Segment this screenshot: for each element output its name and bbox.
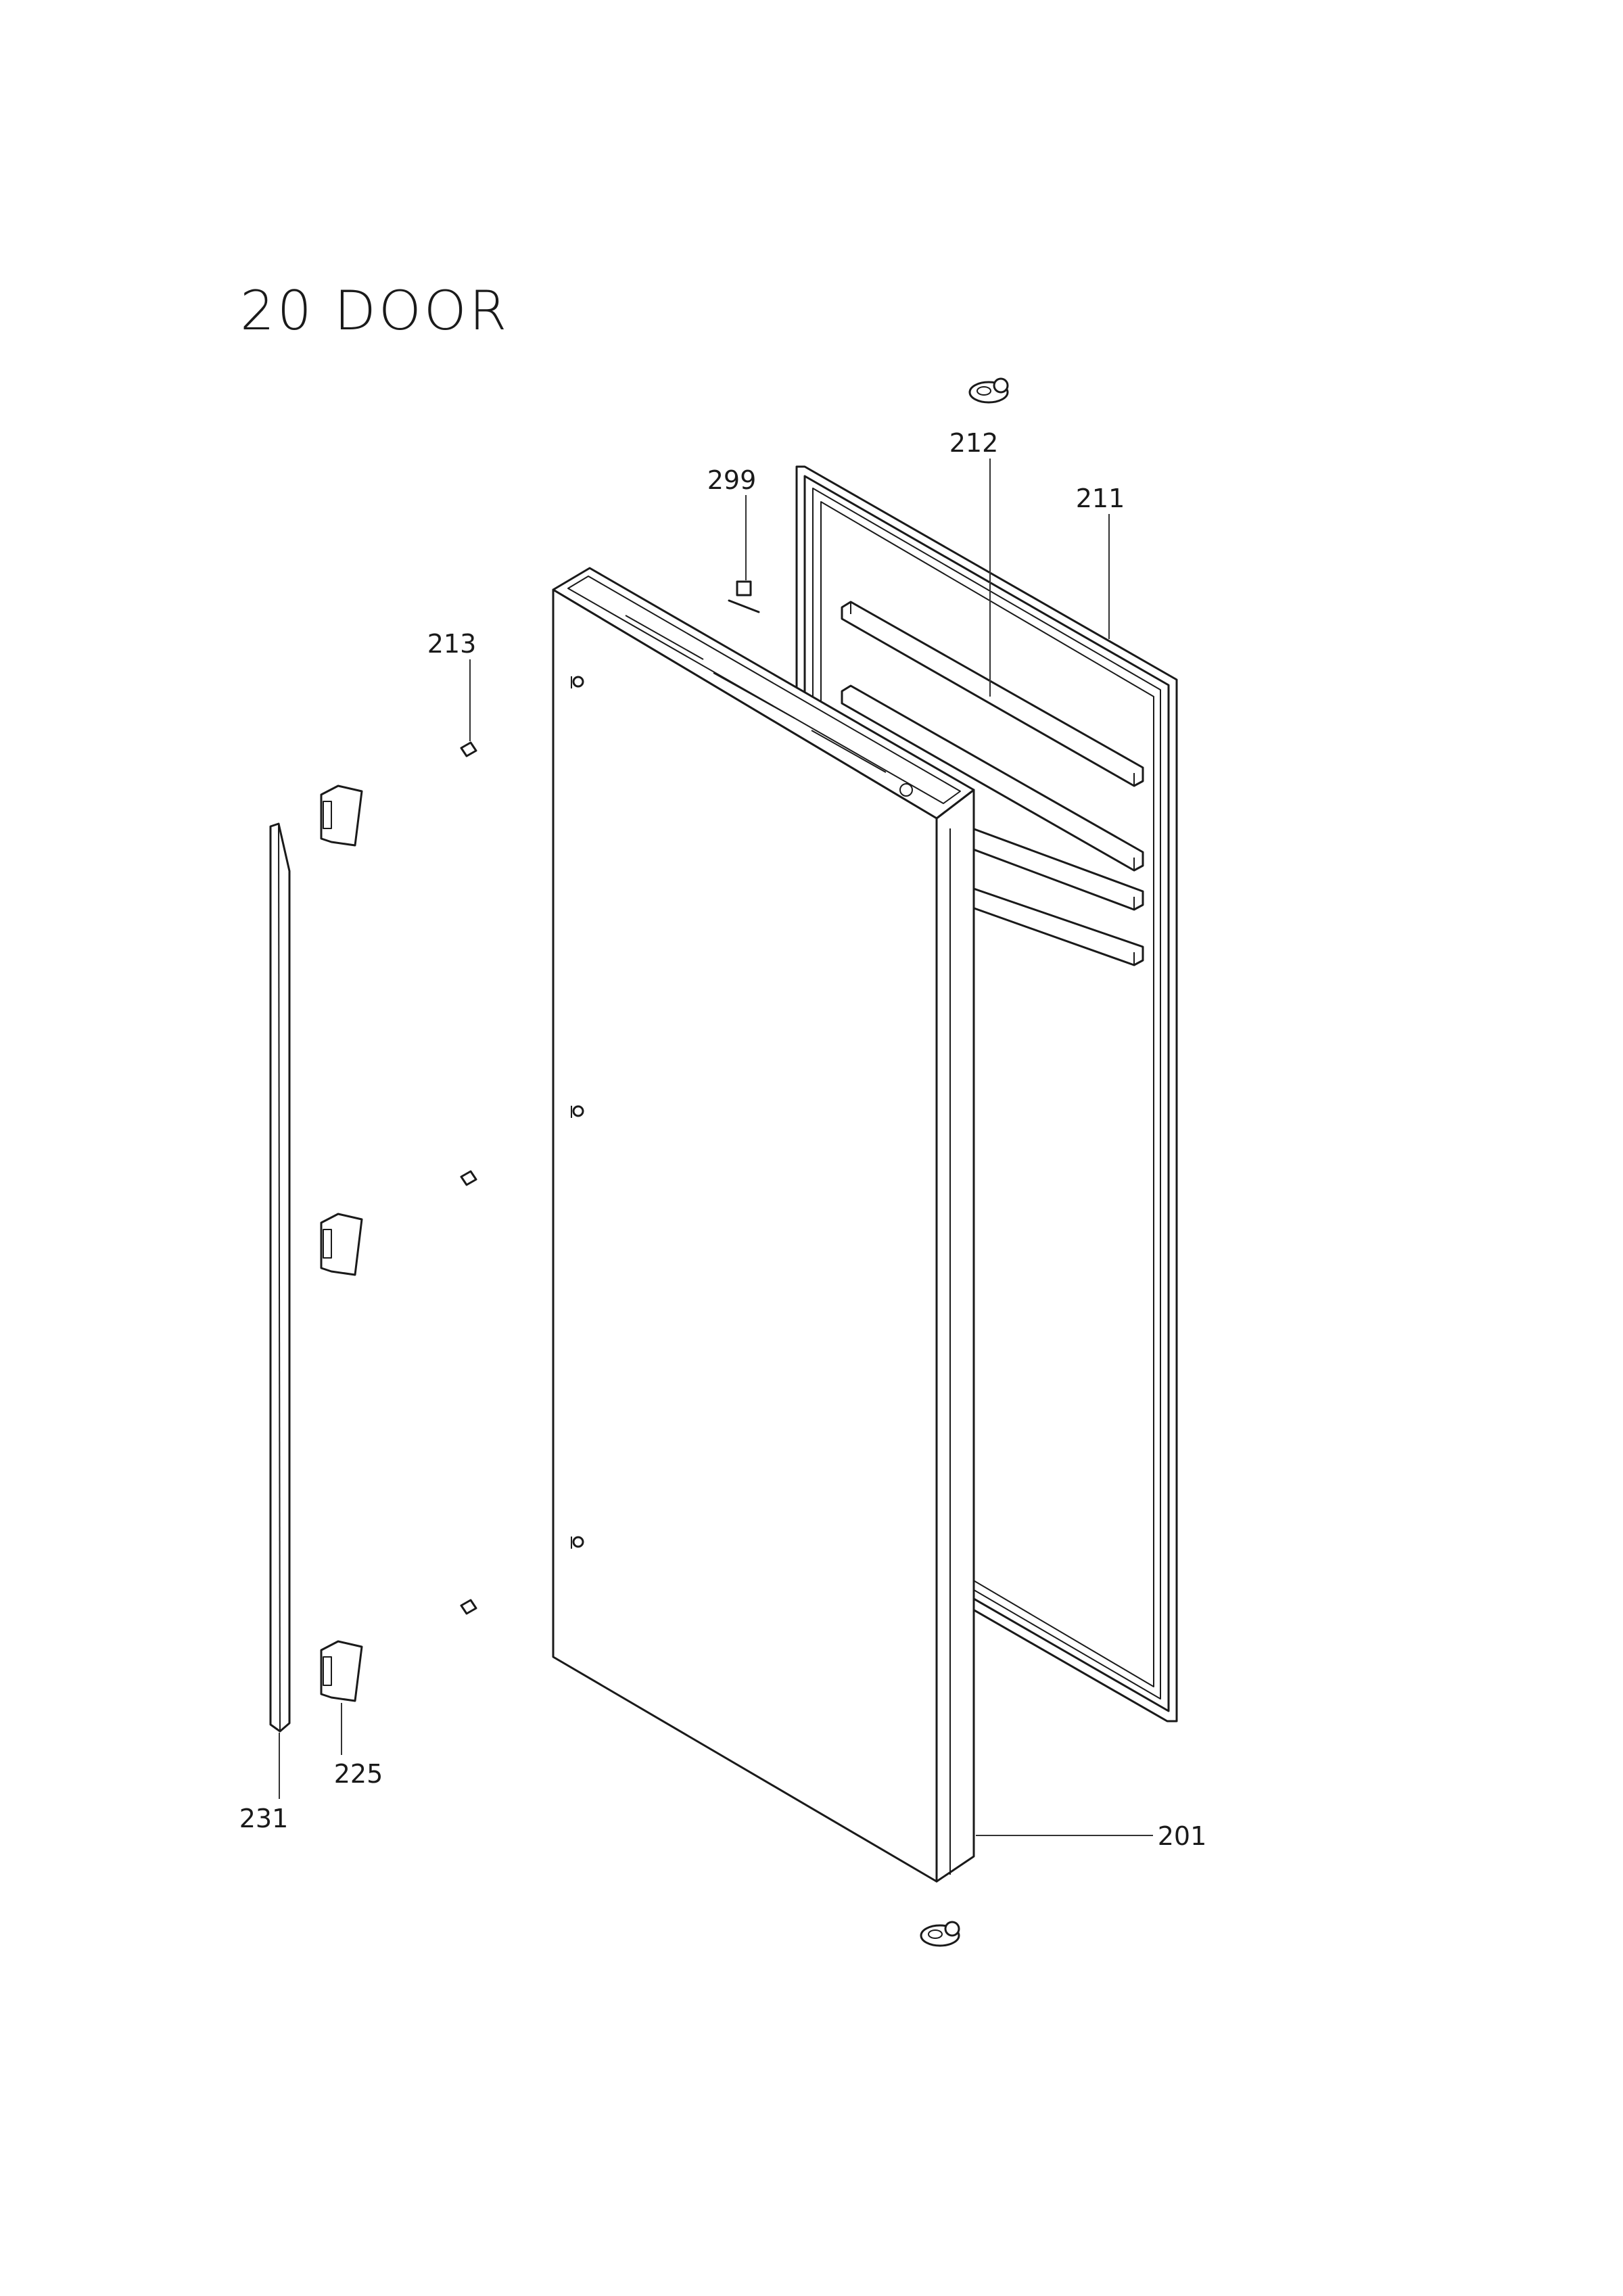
hinge-cap-top (968, 377, 1009, 404)
hinge-cap-bottom (920, 1921, 960, 1947)
callout-211: 211 (1076, 484, 1125, 513)
screw-mid (460, 1170, 477, 1186)
gasket-rails (841, 601, 1144, 966)
hinge-block-bottom (320, 1640, 363, 1702)
side-trim-strip (269, 822, 291, 1733)
callout-212: 212 (949, 428, 999, 458)
screw-top (460, 741, 477, 757)
door-boss-bottom (571, 1536, 584, 1549)
screw-bottom (460, 1599, 477, 1615)
callout-231: 231 (239, 1804, 289, 1833)
gasket-rail (841, 684, 1144, 872)
hinge-block-top (320, 784, 363, 847)
callout-213: 213 (427, 629, 477, 659)
door-boss-mid (571, 1105, 584, 1118)
label-plate (728, 580, 760, 613)
callout-201: 201 (1158, 1821, 1207, 1851)
leader-lines (279, 459, 1153, 1836)
door-panel (552, 567, 975, 1883)
hinge-block-mid (320, 1213, 363, 1276)
page-title: 20 DOOR (240, 279, 510, 342)
callout-225: 225 (334, 1759, 383, 1789)
door-boss-top (571, 676, 584, 688)
callout-299: 299 (707, 465, 757, 495)
gasket-rail (841, 601, 1144, 787)
